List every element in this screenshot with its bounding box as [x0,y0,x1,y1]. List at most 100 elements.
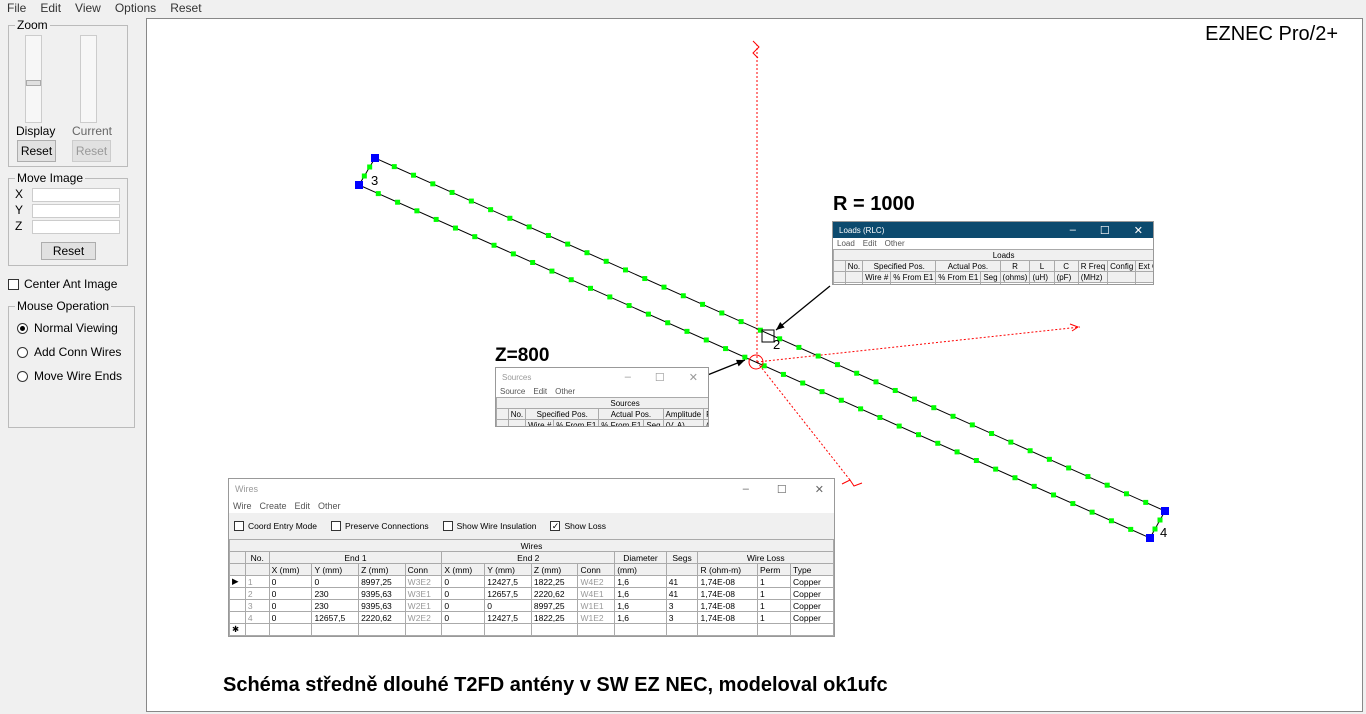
menu-create[interactable]: Create [259,501,287,511]
table-cell[interactable]: 230 [311,587,360,600]
center-ant-checkbox[interactable]: Center Ant Image [8,277,117,291]
table-cell[interactable]: 3 [665,611,699,624]
table-cell[interactable] [268,623,313,636]
radio-add-conn-wires[interactable]: Add Conn Wires [17,345,121,359]
close-button[interactable]: ✕ [1133,224,1143,237]
table-cell[interactable]: 50 [935,282,982,284]
table-cell[interactable]: 0 [268,611,313,624]
checkbox[interactable] [442,521,453,531]
table-cell[interactable]: 1 [756,587,791,600]
table-cell[interactable]: 1,6 [614,599,667,612]
table-cell[interactable] [756,623,791,636]
table-cell[interactable]: 0 [268,575,313,588]
table-cell[interactable]: 9395,63 [358,587,406,600]
menu-options[interactable]: Options [114,1,157,15]
menu-view[interactable]: View [75,1,101,15]
menu-wire[interactable]: Wire [233,501,252,511]
table-cell[interactable]: 0 [1077,282,1109,284]
table-cell[interactable]: Copper [789,611,834,624]
table-cell[interactable]: 3 [665,599,699,612]
table-cell[interactable]: W2E2 [404,611,443,624]
table-cell[interactable] [358,623,406,636]
minimize-button[interactable]: – [624,370,631,383]
table-cell[interactable]: W3E1 [404,587,443,600]
table-cell[interactable]: 0 [268,599,313,612]
table-cell[interactable] [484,623,532,636]
table-cell[interactable]: 12427,5 [484,611,532,624]
table-cell[interactable]: 12657,5 [484,587,532,600]
table-cell[interactable] [311,623,360,636]
table-cell[interactable]: 41 [665,575,699,588]
option-show-loss[interactable]: ✓Show Loss [550,521,606,531]
table-cell[interactable]: 0 [441,587,486,600]
table-cell[interactable]: 0 [268,587,313,600]
table-cell[interactable]: 9395,63 [358,599,406,612]
option-show-wire-insulation[interactable]: Show Wire Insulation [442,521,536,531]
zoom-reset-button[interactable]: Reset [17,140,56,162]
table-row[interactable]: ▶125050211000ShortShort0SerSer [833,282,1153,284]
table-cell[interactable] [404,623,443,636]
menu-reset[interactable]: Reset [170,1,202,15]
table-cell[interactable]: Ser [1107,282,1137,284]
table-cell[interactable] [577,623,616,636]
table-cell[interactable]: 1822,25 [530,611,579,624]
menu-other[interactable]: Other [318,501,341,511]
table-cell[interactable]: 21 [980,282,1001,284]
menu-edit[interactable]: Edit [294,501,311,511]
close-button[interactable]: ✕ [688,371,698,384]
display-zoom-scrollbar[interactable] [25,35,42,123]
menu-file[interactable]: File [7,1,27,15]
row-selector[interactable] [229,611,246,624]
table-cell[interactable]: Short [1029,282,1055,284]
table-cell[interactable]: 1,74E-08 [697,599,758,612]
maximize-button[interactable]: ☐ [654,371,665,384]
table-cell[interactable]: 1,74E-08 [697,575,758,588]
table-cell[interactable]: Short [1053,282,1079,284]
table-cell[interactable]: Copper [789,599,834,612]
table-cell[interactable]: Ser [1135,282,1153,284]
row-selector[interactable] [229,587,246,600]
table-cell[interactable]: 0 [441,611,486,624]
table-cell[interactable]: 1 [844,282,864,284]
table-cell[interactable]: 8997,25 [530,599,579,612]
table-cell[interactable]: 1,6 [614,611,667,624]
table-cell[interactable]: 1,74E-08 [697,587,758,600]
move-x-scrollbar[interactable] [32,188,120,202]
menu-source[interactable]: Source [500,387,526,396]
table-cell[interactable]: 2 [862,282,892,284]
row-selector[interactable]: ▶ [833,282,846,284]
table-cell[interactable]: W4E1 [577,587,616,600]
table-cell[interactable]: 50 [890,282,937,284]
table-cell[interactable] [697,623,758,636]
table-cell[interactable]: 0 [441,599,486,612]
table-cell[interactable]: 12657,5 [311,611,360,624]
table-cell[interactable]: 41 [665,587,699,600]
minimize-button[interactable]: – [742,482,749,495]
menu-edit[interactable]: Edit [862,239,877,248]
table-cell[interactable]: 2 [244,587,270,600]
row-selector[interactable]: ▶ [229,575,246,588]
table-cell[interactable]: W1E2 [577,611,616,624]
checkbox[interactable] [330,521,341,531]
radio-move-wire-ends[interactable]: Move Wire Ends [17,369,122,383]
table-cell[interactable]: 3 [244,599,270,612]
maximize-button[interactable]: ☐ [776,483,787,496]
new-row-marker[interactable]: ✱ [229,623,246,636]
option-coord-entry-mode[interactable]: Coord Entry Mode [234,521,317,531]
table-cell[interactable] [614,623,667,636]
table-cell[interactable]: 0 [441,575,486,588]
table-cell[interactable]: 1 [756,599,791,612]
table-cell[interactable]: W2E1 [404,599,443,612]
table-cell[interactable]: 12427,5 [484,575,532,588]
current-reset-button[interactable]: Reset [72,140,111,162]
move-reset-button[interactable]: Reset [41,242,96,260]
table-cell[interactable] [244,623,270,636]
table-cell[interactable]: W4E2 [577,575,616,588]
table-cell[interactable]: 1000 [999,282,1031,284]
